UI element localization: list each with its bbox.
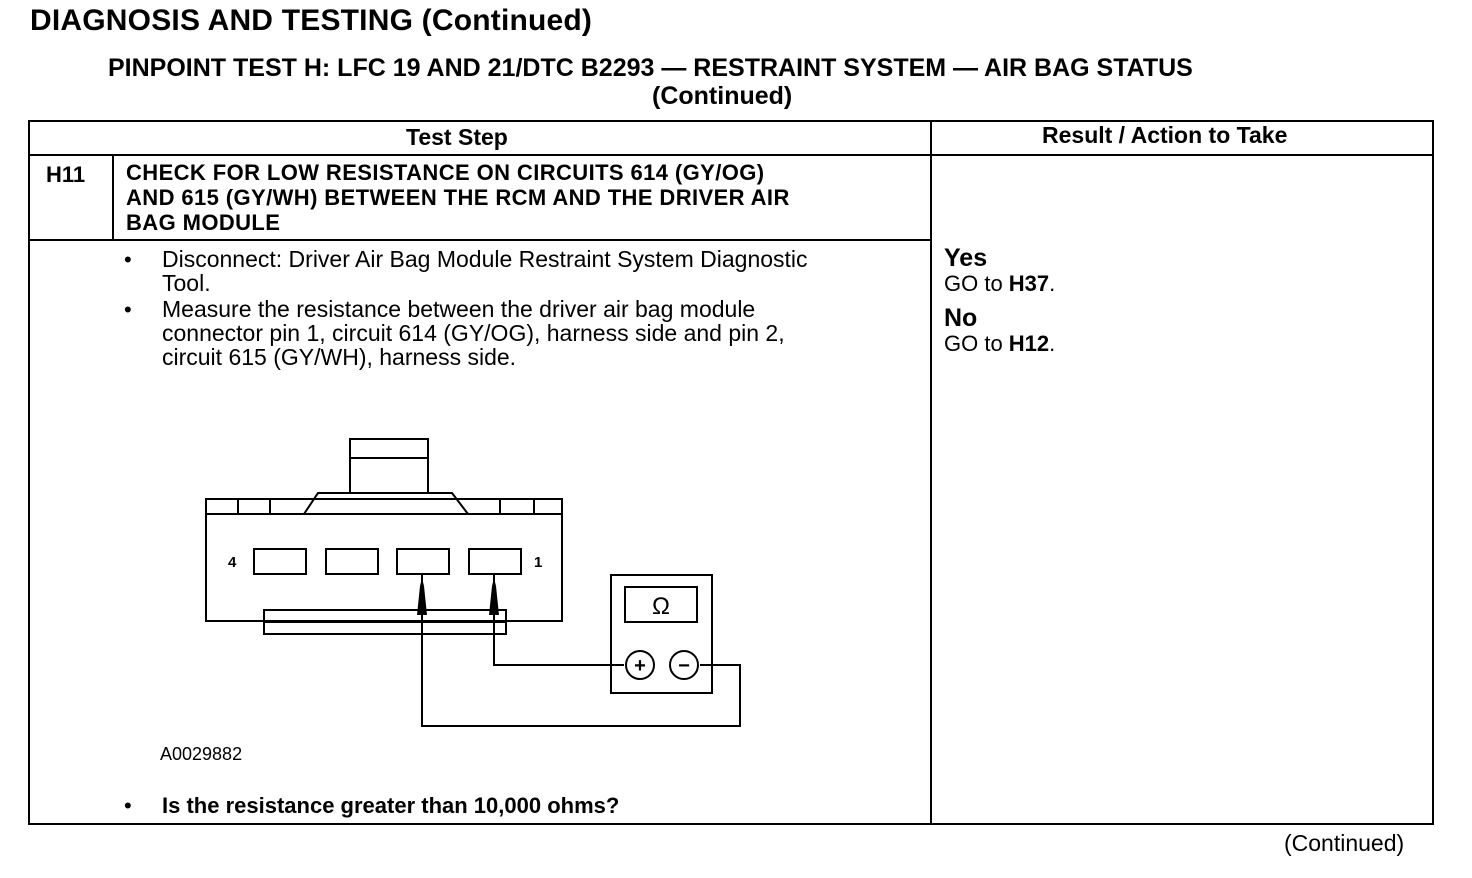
connector-pin-2 — [396, 548, 450, 575]
instruction-measure: Measure the resistance between the drive… — [162, 297, 785, 369]
result-yes-action: GO to H37. — [944, 271, 1055, 297]
step-title: CHECK FOR LOW RESISTANCE ON CIRCUITS 614… — [126, 160, 790, 235]
action-target-link[interactable]: H37 — [1008, 271, 1050, 296]
instruction-line: Tool. — [162, 270, 211, 296]
bullet-icon: • — [124, 793, 132, 818]
instruction-line: connector pin 1, circuit 614 (GY/OG), ha… — [162, 320, 785, 346]
bullet-icon: • — [124, 297, 132, 322]
result-no-action: GO to H12. — [944, 331, 1055, 357]
positive-probe-tip — [489, 578, 499, 615]
table-bottom-border — [28, 823, 1434, 825]
connector-latch — [349, 438, 429, 494]
connector-pin-1 — [468, 548, 522, 575]
instruction-disconnect: Disconnect: Driver Air Bag Module Restra… — [162, 247, 808, 295]
column-header-test-step: Test Step — [406, 124, 508, 150]
continued-footer: (Continued) — [1284, 830, 1405, 856]
table-header-divider — [28, 154, 1434, 156]
pinpoint-test-title: PINPOINT TEST H: LFC 19 AND 21/DTC B2293… — [108, 54, 1193, 82]
ohm-symbol: Ω — [652, 593, 670, 620]
result-no-label: No — [944, 304, 978, 332]
step-title-line: CHECK FOR LOW RESISTANCE ON CIRCUITS 614… — [126, 160, 765, 185]
negative-probe-tip — [417, 578, 427, 615]
negative-test-lead — [421, 575, 741, 727]
action-suffix: . — [1049, 331, 1056, 356]
step-title-divider — [28, 239, 932, 241]
page-title: DIAGNOSIS AND TESTING (Continued) — [30, 4, 593, 37]
table-right-border — [1432, 120, 1434, 825]
connector-pin-4 — [253, 548, 307, 575]
connector-pin-3 — [325, 548, 379, 575]
table-top-border — [28, 120, 1434, 122]
figure-id: A0029882 — [160, 744, 243, 764]
action-prefix: GO to — [944, 331, 1009, 356]
connector-body — [205, 498, 563, 622]
pinpoint-test-continued: (Continued) — [652, 82, 793, 110]
ohmmeter — [610, 574, 713, 694]
action-target-link[interactable]: H12 — [1008, 331, 1050, 356]
plus-symbol: + — [634, 655, 646, 677]
ohmmeter-display — [624, 586, 698, 623]
instruction-line: Disconnect: Driver Air Bag Module Restra… — [162, 246, 808, 272]
action-suffix: . — [1049, 271, 1056, 296]
pin-label-4: 4 — [228, 554, 237, 571]
test-question: Is the resistance greater than 10,000 oh… — [162, 793, 620, 818]
step-id-divider — [112, 154, 114, 240]
pin-label-1: 1 — [534, 554, 542, 571]
step-title-line: BAG MODULE — [126, 210, 281, 235]
instruction-line: circuit 615 (GY/WH), harness side. — [162, 344, 517, 370]
column-header-result: Result / Action to Take — [1042, 122, 1288, 148]
minus-symbol: − — [678, 655, 690, 677]
bullet-icon: • — [124, 247, 132, 272]
step-title-line: AND 615 (GY/WH) BETWEEN THE RCM AND THE … — [126, 185, 790, 210]
action-prefix: GO to — [944, 271, 1009, 296]
table-left-border — [28, 120, 30, 825]
column-divider — [930, 120, 932, 825]
step-id: H11 — [46, 162, 86, 187]
negative-terminal-icon — [669, 650, 699, 680]
result-yes-label: Yes — [944, 244, 988, 272]
positive-terminal-icon — [625, 650, 655, 680]
instruction-line: Measure the resistance between the drive… — [162, 296, 756, 322]
